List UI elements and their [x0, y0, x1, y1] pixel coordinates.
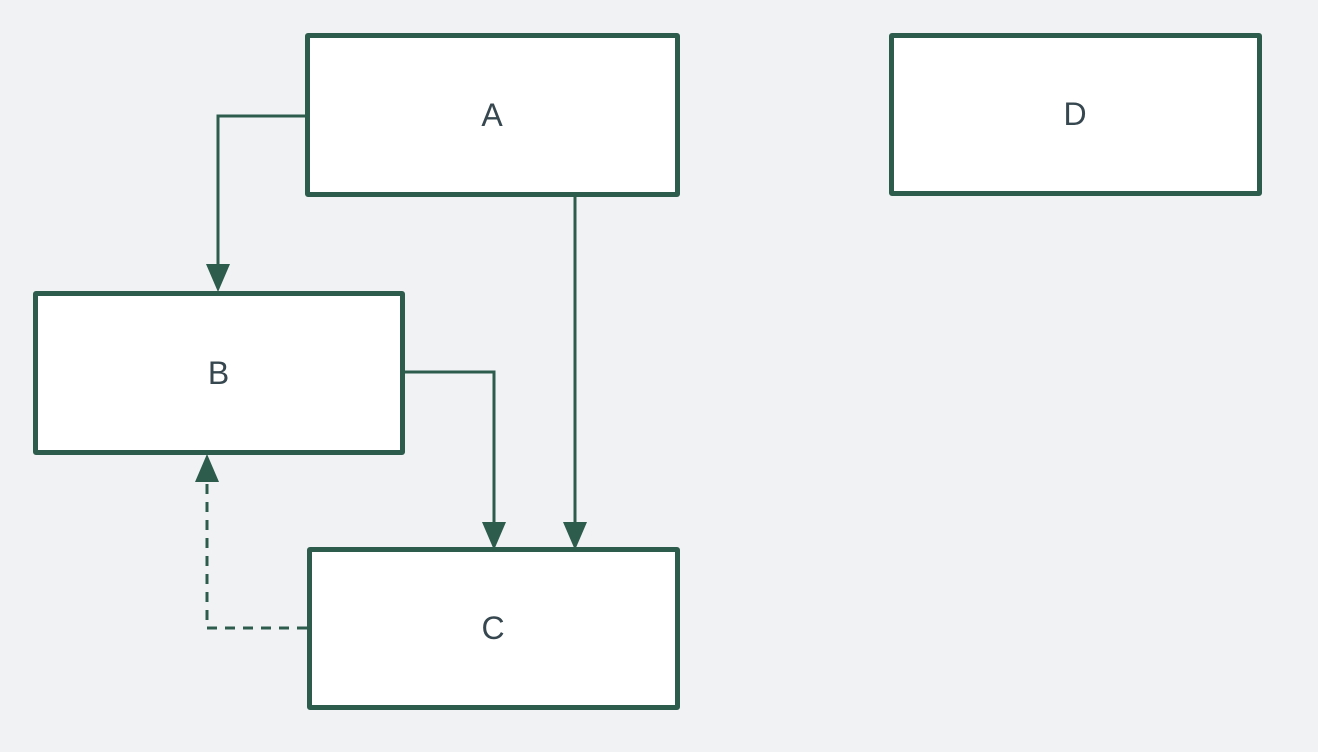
edge-A-to-B-line — [216, 114, 305, 266]
node-C-label: C — [481, 610, 506, 646]
node-C[interactable]: C — [307, 547, 680, 710]
edge-A-to-B[interactable] — [206, 114, 305, 292]
edge-B-to-C-arrowhead-icon — [482, 522, 506, 550]
edge-C-to-B-arrowhead-icon — [195, 454, 219, 482]
edge-C-to-B[interactable] — [195, 454, 307, 630]
edge-A-to-C-arrowhead-icon — [563, 522, 587, 550]
node-A[interactable]: A — [305, 33, 680, 197]
node-B-label: B — [207, 354, 231, 391]
node-D[interactable]: D — [889, 33, 1262, 196]
node-B[interactable]: B — [33, 291, 405, 455]
node-A-label: A — [481, 96, 504, 133]
edge-A-to-B-arrowhead-icon — [206, 264, 230, 292]
edge-B-to-C[interactable] — [405, 370, 506, 550]
edge-B-to-C-line — [405, 370, 496, 524]
edge-A-to-C[interactable] — [563, 197, 587, 550]
node-D-label: D — [1063, 96, 1088, 132]
edge-C-to-B-line — [205, 482, 307, 630]
